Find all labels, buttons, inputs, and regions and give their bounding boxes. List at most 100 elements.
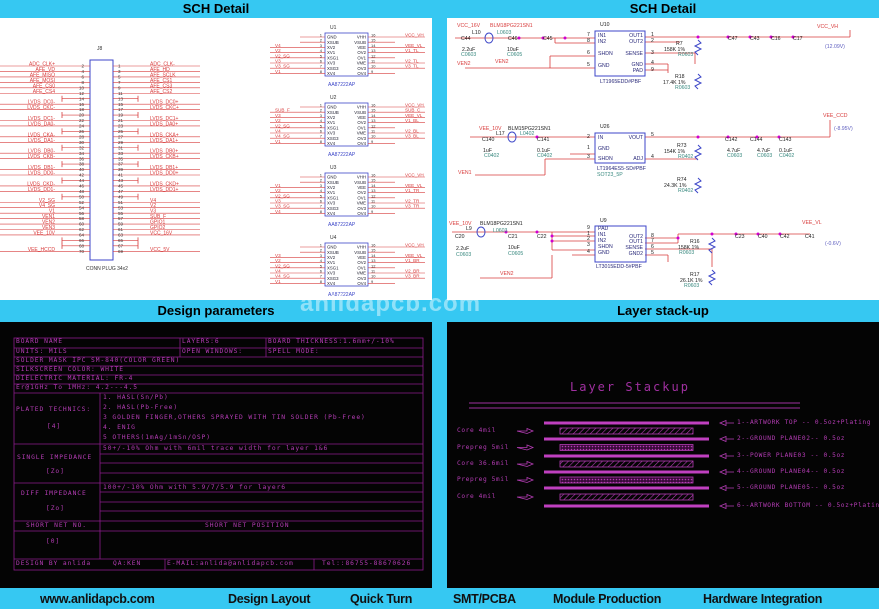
pin-number: 63 — [118, 233, 124, 238]
diff-impedance-label: DIFF IMPEDANCE — [21, 490, 87, 497]
pin-number: 15 — [371, 178, 376, 183]
pin-number: 11 — [371, 199, 376, 204]
er-value: Er@1GHz To 1MHz: 4.2---4.5 — [16, 384, 138, 391]
stackup-diagram — [469, 402, 800, 510]
design-by: DESIGN BY anlida — [16, 560, 92, 567]
pin-name: XV1 — [327, 260, 336, 265]
pin-number: 61 — [118, 227, 124, 232]
schematic-label: SHDN — [598, 244, 613, 250]
arrow-left-icon — [718, 419, 734, 427]
pin-number: 39 — [118, 167, 124, 172]
net-label: V2_TL — [405, 59, 419, 64]
pin-number: 3 — [118, 69, 121, 74]
pin-number: 7 — [320, 274, 323, 279]
layer-stackup-panel: Layer Stackup 1--ARTWORK TOP -- 0.5oz+Pl… — [447, 322, 879, 588]
net-label: LVDS_DD0+ — [150, 171, 178, 177]
net-label: V3_BR — [405, 274, 420, 279]
net-label: V3_SG — [275, 204, 290, 209]
pin-number: 1 — [320, 103, 323, 108]
net-label: LVDS_DD1- — [28, 187, 55, 193]
pin-number: 18 — [79, 107, 85, 112]
net-label: LVDS_CKC+ — [150, 105, 179, 111]
schematic-label: U9 — [600, 218, 607, 224]
footer-hardware-integration[interactable]: Hardware Integration — [703, 592, 823, 606]
schematic-label: 10uF — [508, 245, 520, 251]
schematic-label: 4 — [587, 249, 590, 255]
pin-name: XV3 — [327, 61, 336, 66]
schematic-label: 2 — [587, 236, 590, 242]
connector-ref: J8 — [97, 46, 103, 52]
pin-name: XSUB — [327, 180, 339, 185]
pin-name: XSUB — [327, 250, 339, 255]
pin-number: 7 — [320, 204, 323, 209]
schematic-label: 2.2uF — [456, 246, 469, 252]
pin-name: OV1 — [357, 265, 366, 270]
chip-part: AA87222AP — [328, 152, 356, 158]
copper-layer — [544, 470, 709, 474]
schematic-label: SHDN — [598, 156, 613, 162]
net-label: LVDS_DB1- — [28, 165, 55, 171]
pin-number: 67 — [118, 243, 124, 248]
arrow-right-icon — [516, 444, 535, 451]
layers-value: LAYERS:6 — [182, 338, 220, 345]
schematic-label: VEN1 — [458, 170, 472, 176]
board-name-label: BOARD NAME — [16, 338, 63, 345]
schematic-label: U26 — [600, 124, 610, 130]
single-impedance-spec: 50+/-10% Ohm with 6mil trace width for l… — [103, 445, 329, 452]
footer-website-link[interactable]: www.anlidapcb.com — [40, 592, 155, 606]
net-label: V2_BL — [405, 129, 419, 134]
pin-name: XV1 — [327, 50, 336, 55]
u26-chip — [594, 132, 646, 164]
pin-number: 22 — [79, 118, 85, 123]
footer-design-layout[interactable]: Design Layout — [228, 592, 311, 606]
footer-quick-turn[interactable]: Quick Turn — [350, 592, 413, 606]
pin-number: 31 — [118, 145, 124, 150]
arrow-left-icon — [718, 502, 734, 510]
sch-detail-right-header: SCH Detail — [629, 1, 697, 16]
net-label: V2_SG — [39, 198, 55, 204]
schematic-label: 4 — [651, 60, 654, 66]
schematic-label: IN1 — [598, 232, 606, 238]
net-label: V2 — [275, 188, 281, 193]
footer-module-production[interactable]: Module Production — [553, 592, 662, 606]
schematic-label: OUT1 — [629, 33, 643, 39]
net-label: LVDS_DD1+ — [150, 187, 178, 193]
design-parameters-header: Design parameters — [157, 303, 275, 318]
schematic-label: 3 — [651, 50, 654, 56]
net-label: LVDS_CKD+ — [150, 181, 179, 187]
schematic-label: 158K 1% — [678, 245, 699, 251]
schematic-label: 1 — [587, 231, 590, 237]
pin-number: 14 — [371, 113, 376, 118]
footer-smt-pcba[interactable]: SMT/PCBA — [453, 592, 516, 606]
schematic-label: C144 — [750, 137, 763, 143]
solder-mask-value: SOLDER MASK IPC SM-840(COLOR GREEN) — [16, 357, 181, 364]
net-label: VEN1 — [42, 214, 55, 220]
pin-number: 25 — [118, 129, 124, 134]
spell-mode-label: SPELL MODE: — [268, 348, 320, 355]
pin-name: XSG3 — [327, 276, 339, 281]
schematic-label: BLM15PG221SN1 — [508, 126, 551, 132]
pin-name: XSUB — [327, 40, 339, 45]
chip-ref: U4 — [330, 235, 337, 241]
pin-name: XV3 — [327, 131, 336, 136]
schematic-label: OUT1 — [629, 239, 643, 245]
copper-layer — [544, 437, 709, 441]
net-label: AFE_VD — [36, 67, 56, 73]
pin-number: 10 — [371, 64, 376, 69]
schematic-label: SENSE — [625, 245, 643, 251]
net-label: AFE_CS4 — [33, 89, 55, 95]
pin-name: XSG1 — [327, 265, 339, 270]
schematic-label: R0603 — [679, 250, 694, 256]
pin-number: 12 — [79, 91, 85, 96]
net-label: VCC_5V — [150, 247, 170, 253]
plated-option: 4. ENIG — [103, 424, 136, 431]
schematic-label: C21 — [508, 234, 518, 240]
pin-number: 16 — [371, 103, 376, 108]
schematic-label: C0402 — [537, 153, 552, 159]
net-label: V3 — [150, 209, 156, 215]
schematic-label: 9 — [651, 67, 654, 73]
schematic-label: C0402 — [484, 153, 499, 159]
pin-number: 16 — [79, 102, 85, 107]
net-label: V1 — [275, 279, 281, 284]
schematic-label: BLM18PG221SN1 — [480, 221, 523, 227]
